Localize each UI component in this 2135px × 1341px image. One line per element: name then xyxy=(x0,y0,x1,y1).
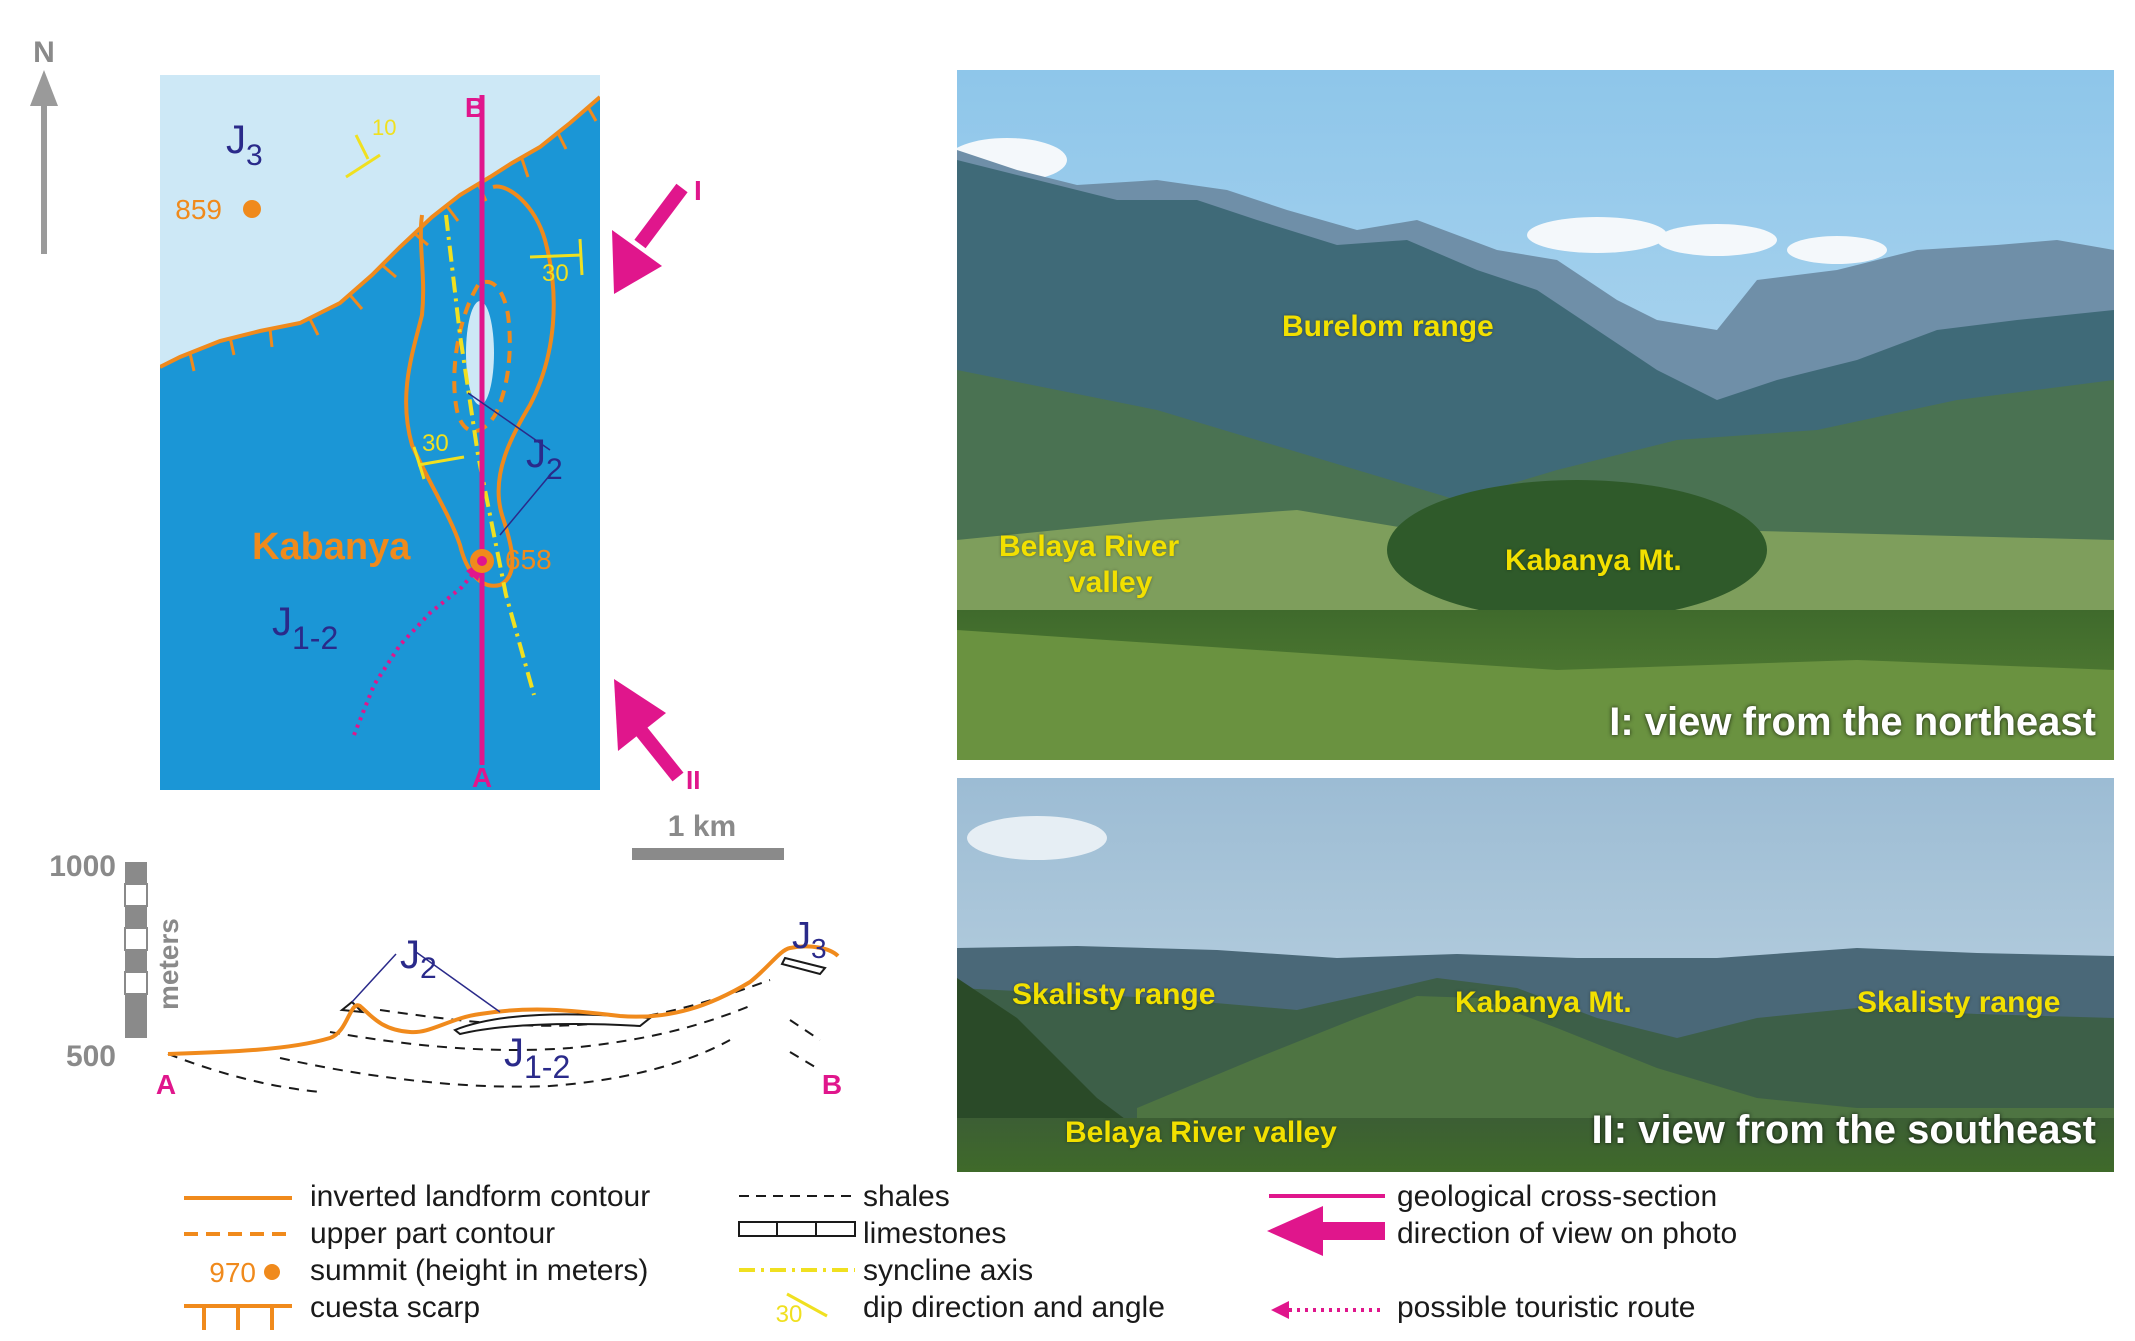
section-end-b: B xyxy=(465,92,485,123)
legend-limestones-symbol xyxy=(738,1221,856,1237)
ytick-500: 500 xyxy=(66,1040,116,1073)
unit-j12-label: J1-2 xyxy=(272,600,338,656)
legend-dip-symbol xyxy=(786,1292,828,1318)
label-skalisty-range-right: Skalisty range xyxy=(1857,986,2061,1019)
photo-view-northeast: Burelom range Belaya River valley Kabany… xyxy=(957,70,2114,760)
cross-section: 1000 500 meters J2 J3 J1-2 A B xyxy=(30,840,850,1100)
photo-i-caption: I: view from the northeast xyxy=(1609,700,2096,744)
cuesta-scarp-line xyxy=(159,95,602,369)
legend-route-symbol xyxy=(1271,1301,1385,1319)
legend: 970 inverted landform contour upper part… xyxy=(180,1170,1780,1335)
legend-col1-symbols: 970 xyxy=(184,1196,292,1330)
label-burelom-range: Burelom range xyxy=(1282,310,1494,343)
xs-unit-j3: J3 xyxy=(792,915,827,964)
label-kabanya-mt-2: Kabanya Mt. xyxy=(1455,986,1632,1019)
legend-cross-section: geological cross-section xyxy=(1397,1180,1718,1213)
legend-summit-symbol xyxy=(264,1264,280,1280)
north-arrow: N xyxy=(20,28,70,258)
dip-angle-2: 30 xyxy=(542,260,569,287)
north-arrow-head xyxy=(30,70,58,106)
unit-j2-label: J2 xyxy=(526,432,563,486)
legend-dip: dip direction and angle xyxy=(863,1291,1165,1324)
dip-symbol-3 xyxy=(412,446,465,480)
geological-map: B A 859 658 Kabanya 10 30 30 J3 J2 J1-2 xyxy=(159,75,602,793)
legend-dip-example: 30 xyxy=(776,1301,803,1328)
limestone-bands xyxy=(339,956,827,1036)
surface-profile xyxy=(167,944,840,1056)
view-arrow-i: I xyxy=(600,170,710,310)
legend-cuesta-scarp: cuesta scarp xyxy=(310,1291,481,1324)
scale-label: 1 km xyxy=(668,810,736,843)
north-label: N xyxy=(33,36,55,69)
legend-summit: summit (height in meters) xyxy=(310,1254,649,1287)
view-arrow-ii: II xyxy=(600,665,710,795)
xs-unit-j2: J2 xyxy=(400,933,437,985)
legend-summit-example: 970 xyxy=(209,1257,256,1288)
photo-view-southeast: Skalisty range Kabanya Mt. Skalisty rang… xyxy=(957,778,2114,1172)
legend-touristic-route: possible touristic route xyxy=(1397,1291,1696,1324)
upper-part-contour xyxy=(452,279,512,433)
ylabel-meters: meters xyxy=(153,918,184,1010)
label-belaya-valley-line2: valley xyxy=(1069,566,1153,599)
view-label-i: I xyxy=(694,175,702,206)
legend-view-direction: direction of view on photo xyxy=(1397,1217,1738,1250)
north-arrow-shaft xyxy=(41,104,47,254)
dip-symbol-1 xyxy=(345,134,381,179)
photo-ii-caption: II: view from the southeast xyxy=(1591,1108,2096,1152)
legend-limestones: limestones xyxy=(863,1217,1007,1250)
xs-end-a: A xyxy=(156,1069,176,1100)
legend-syncline-axis: syncline axis xyxy=(863,1254,1034,1287)
map-j3-area xyxy=(160,75,600,367)
cross-section-scale xyxy=(124,862,148,1038)
section-end-a: A xyxy=(472,762,492,790)
legend-cuesta-symbol xyxy=(184,1304,292,1330)
dip-angle-1: 10 xyxy=(372,115,396,140)
scale-bar: 1 km xyxy=(630,808,790,868)
legend-upper-contour: upper part contour xyxy=(310,1217,556,1250)
legend-inverted-contour: inverted landform contour xyxy=(310,1180,651,1213)
label-belaya-river-valley: Belaya River valley xyxy=(1065,1116,1337,1149)
summit-658-height: 658 xyxy=(505,544,552,575)
xs-unit-j12: J1-2 xyxy=(504,1031,570,1085)
kabanya-name: Kabanya xyxy=(252,526,411,568)
dip-symbol-2 xyxy=(529,238,584,276)
label-skalisty-range-left: Skalisty range xyxy=(1012,978,1216,1011)
legend-shales: shales xyxy=(863,1180,950,1213)
unit-j3-label: J3 xyxy=(226,118,263,172)
summit-859-height: 859 xyxy=(175,194,222,225)
ytick-1000: 1000 xyxy=(49,850,116,883)
label-kabanya-mt: Kabanya Mt. xyxy=(1505,544,1682,577)
legend-col2-symbols: 30 xyxy=(738,1195,856,1328)
legend-view-arrow-symbol xyxy=(1267,1206,1385,1256)
legend-col3-symbols xyxy=(1267,1194,1385,1319)
dip-angle-3: 30 xyxy=(422,430,449,457)
view-label-ii: II xyxy=(686,765,700,795)
label-belaya-valley-line1: Belaya River xyxy=(999,530,1180,563)
summit-859-marker xyxy=(243,200,261,218)
xs-end-b: B xyxy=(822,1069,842,1100)
